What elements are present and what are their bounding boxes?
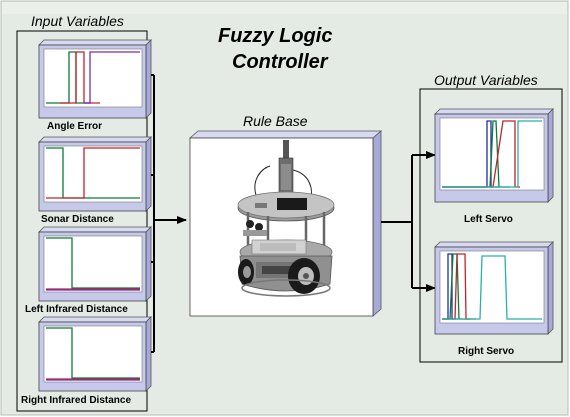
output-label-right-servo: Right Servo	[458, 346, 515, 357]
output-panel-frame	[419, 88, 563, 363]
input-connectors	[151, 74, 187, 353]
title-line-1: Fuzzy Logic	[218, 25, 333, 47]
robot-illustration	[237, 140, 335, 297]
input-plot-left-infrared	[38, 226, 152, 302]
output-plot-right-servo	[434, 241, 554, 335]
input-label-sonar-distance: Sonar Distance	[41, 214, 114, 225]
output-connectors	[381, 151, 436, 292]
input-label-angle-error: Angle Error	[47, 121, 103, 132]
top-band	[2, 2, 567, 14]
input-label-left-infrared: Left Infrared Distance	[25, 304, 128, 315]
rule-base-heading: Rule Base	[243, 113, 308, 129]
input-plot-right-infrared	[38, 316, 152, 392]
input-panel-frame	[16, 30, 148, 412]
output-panel-heading: Output Variables	[434, 72, 538, 88]
input-plot-angle-error	[38, 39, 152, 119]
output-label-left-servo: Left Servo	[464, 214, 513, 225]
input-panel-heading: Input Variables	[31, 13, 124, 29]
input-label-right-infrared: Right Infrared Distance	[21, 395, 132, 406]
input-plot-sonar-distance	[38, 136, 152, 212]
output-plot-left-servo	[434, 108, 554, 203]
title-line-2: Controller	[232, 51, 328, 73]
